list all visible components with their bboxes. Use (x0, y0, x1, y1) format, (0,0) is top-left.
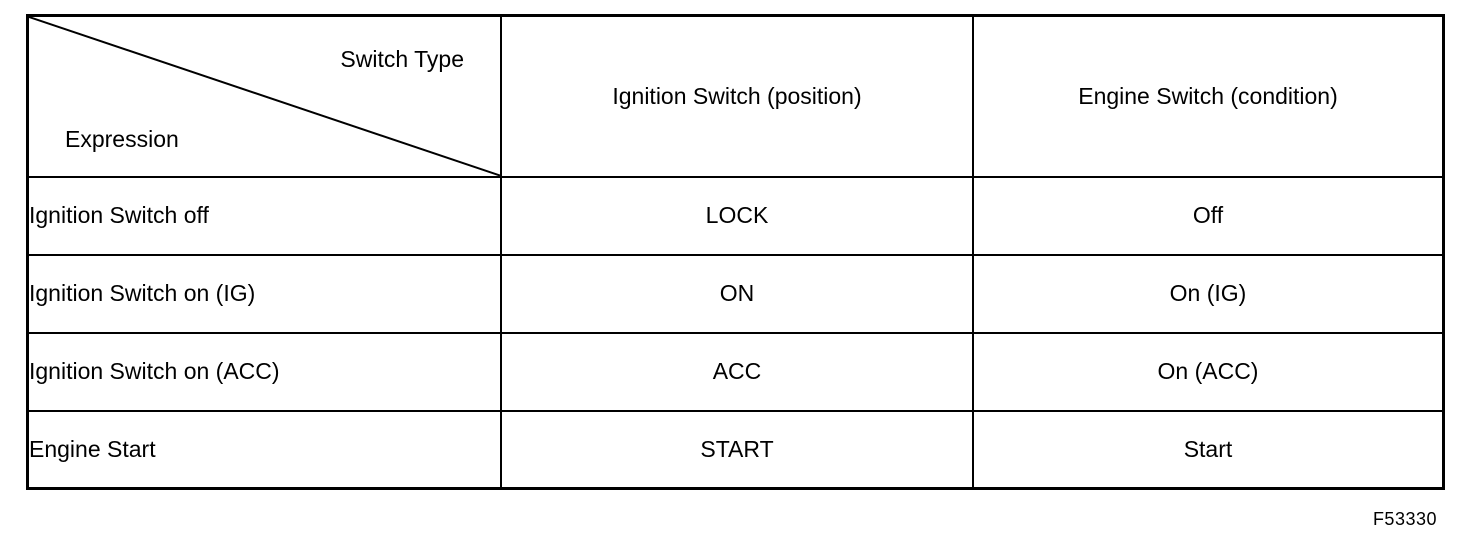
row-label: Engine Start (26, 409, 502, 490)
corner-label-switch-type: Switch Type (340, 46, 464, 72)
row-label: Ignition Switch on (ACC) (26, 331, 502, 412)
corner-label-expression: Expression (65, 125, 179, 152)
row-label: Ignition Switch off (26, 175, 502, 256)
table-row: Engine Start START Start (26, 409, 1445, 490)
table-header-row: Switch Type Expression Ignition Switch (… (26, 14, 1445, 178)
engine-condition-value: Start (972, 409, 1445, 490)
column-header-ignition-switch: Ignition Switch (position) (500, 14, 974, 178)
engine-condition-value: Off (972, 175, 1445, 256)
figure-code: F53330 (1372, 509, 1437, 529)
diagonal-divider-line (29, 17, 500, 176)
corner-header-cell: Switch Type Expression (26, 14, 502, 178)
switch-type-table: Switch Type Expression Ignition Switch (… (26, 14, 1445, 490)
engine-condition-value: On (ACC) (972, 331, 1445, 412)
table-row: Ignition Switch on (IG) ON On (IG) (26, 253, 1445, 334)
ignition-position-value: LOCK (500, 175, 974, 256)
table-row: Ignition Switch off LOCK Off (26, 175, 1445, 256)
row-label: Ignition Switch on (IG) (26, 253, 502, 334)
engine-condition-value: On (IG) (972, 253, 1445, 334)
table-row: Ignition Switch on (ACC) ACC On (ACC) (26, 331, 1445, 412)
ignition-position-value: ON (500, 253, 974, 334)
ignition-position-value: ACC (500, 331, 974, 412)
ignition-position-value: START (500, 409, 974, 490)
column-header-engine-switch: Engine Switch (condition) (972, 14, 1445, 178)
